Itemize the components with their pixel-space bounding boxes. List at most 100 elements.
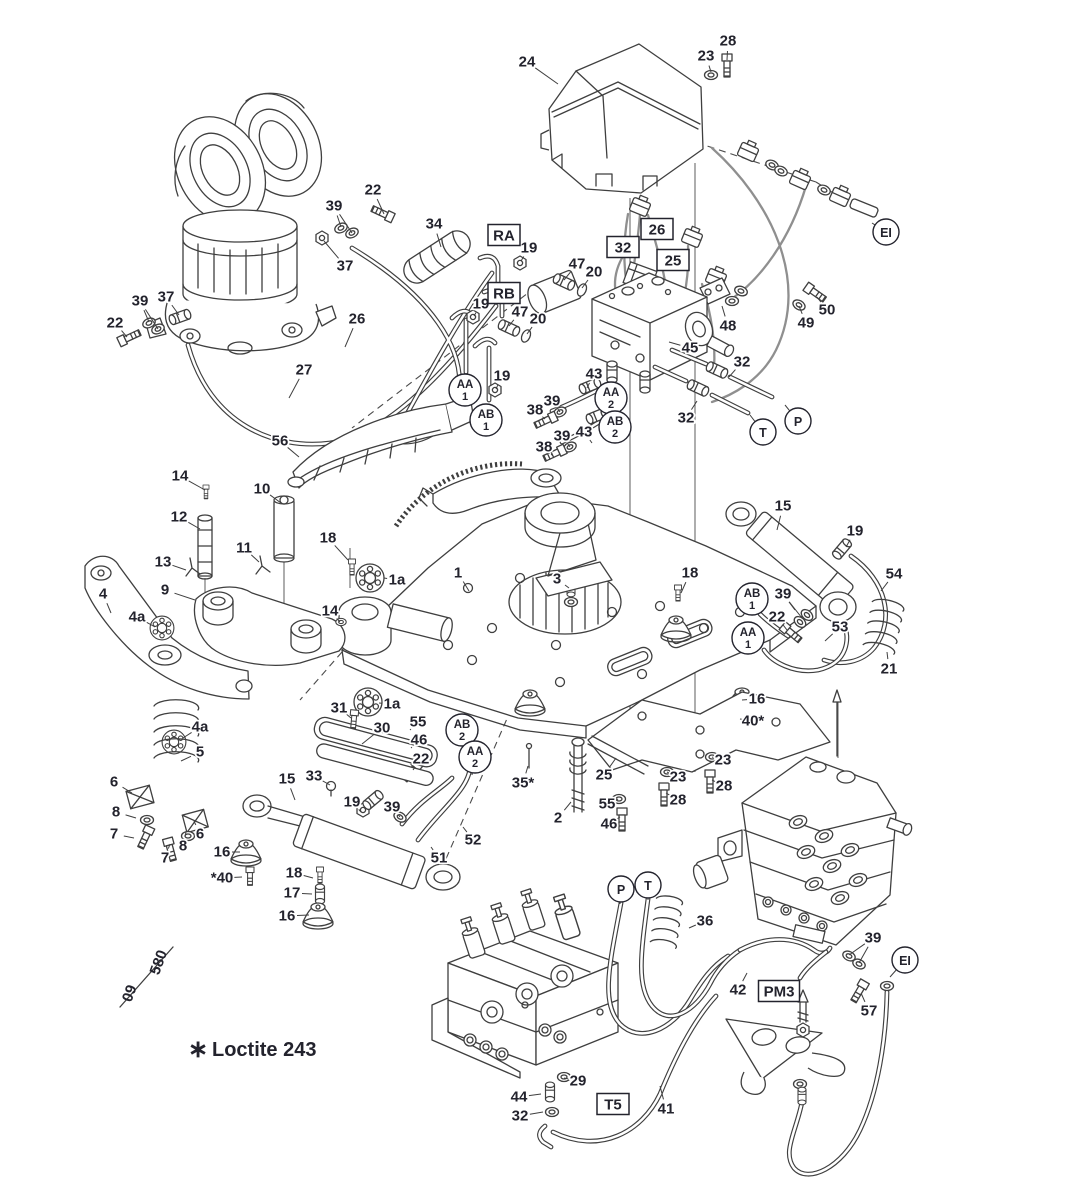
callout-39: 39 (132, 293, 149, 310)
callout-*40: *40 (211, 870, 234, 887)
callout-5: 5 (196, 744, 204, 761)
leader-line (174, 592, 196, 601)
leader-line (508, 319, 515, 327)
splined-coupling-icon (149, 615, 175, 641)
washer-icon (790, 297, 808, 313)
washer-icon (815, 182, 833, 198)
callout-40*: 40* (742, 713, 765, 730)
callout-33: 33 (306, 768, 323, 785)
circled-label-AA2: AA (603, 387, 620, 399)
fitting-icon (314, 883, 326, 905)
leader-line (303, 875, 314, 879)
callout-52: 52 (465, 832, 482, 849)
callout-23: 23 (698, 48, 715, 65)
circled-label-frame-AA1 (731, 621, 765, 655)
leader-line (534, 67, 559, 85)
leader-line (188, 480, 206, 491)
circled-label-AA2: AA (467, 746, 484, 758)
leader-line (397, 814, 401, 818)
callout-19: 19 (494, 368, 511, 385)
washer-icon (556, 1071, 572, 1083)
leader-line (526, 326, 533, 335)
leader-line (361, 733, 375, 745)
bolt-icon (316, 866, 324, 884)
callout-43: 43 (586, 366, 603, 383)
fitting-icon (606, 360, 618, 384)
leader-line (287, 447, 300, 458)
right-cylinder (725, 501, 905, 674)
callout-38: 38 (536, 439, 553, 456)
leader-line (336, 215, 342, 228)
callout-1a: 1a (384, 696, 401, 713)
connector-plug-icon (736, 137, 762, 163)
leader-line (858, 946, 869, 964)
circled-label-sub: 2 (608, 399, 614, 411)
callout-35*: 35* (512, 775, 535, 792)
leader-line (529, 1111, 544, 1115)
circled-label-frame-AA1 (448, 373, 482, 407)
callout-55: 55 (410, 714, 427, 731)
circled-label-AB1: AB (478, 409, 495, 421)
callout-10: 10 (254, 481, 271, 498)
connector-plug-icon (828, 182, 854, 208)
callout-13: 13 (155, 554, 172, 571)
callout-18: 18 (286, 865, 303, 882)
circled-label-sub: 1 (745, 639, 751, 651)
left-cylinder (230, 758, 473, 930)
circled-label-frame-AB1 (469, 403, 503, 437)
leader-line (187, 521, 201, 530)
leader-line (462, 826, 468, 833)
leader-line (339, 214, 353, 234)
leader-line (824, 633, 834, 642)
leader-line (125, 814, 137, 819)
leader-line (184, 831, 187, 837)
boxed-label-frame (656, 248, 690, 272)
leader-line (860, 992, 866, 1003)
leader-line (880, 581, 889, 592)
footnote: ∗ Loctite 243 (188, 1036, 316, 1063)
lower-bracket-hose (725, 948, 895, 1177)
callout-37: 37 (158, 289, 175, 306)
callout-46: 46 (411, 732, 428, 749)
leader-line (728, 369, 736, 378)
callout-14: 14 (172, 468, 189, 485)
leader-line (848, 943, 866, 956)
circled-label-sub: 2 (612, 428, 618, 440)
solenoid-coil-icon (517, 887, 547, 932)
callout-20: 20 (586, 264, 603, 281)
leader-line (122, 786, 133, 794)
boxed-label-25: 25 (665, 253, 682, 270)
fitting-icon (496, 318, 522, 338)
bolt-icon (674, 584, 682, 602)
boxed-label-frame (606, 235, 640, 259)
callout-19: 19 (473, 296, 490, 313)
leader-line (659, 1085, 664, 1100)
leader-line (430, 846, 434, 851)
corner-code-bottom: 09 (119, 983, 141, 1004)
leader-line (749, 414, 756, 422)
nut-icon (513, 255, 527, 271)
callout-32: 32 (734, 354, 751, 371)
callout-39: 39 (775, 586, 792, 603)
leader-line (617, 816, 621, 820)
boxed-label-T5: T5 (604, 1097, 622, 1114)
bolt-icon (658, 782, 670, 807)
washer-icon (879, 980, 895, 992)
leader-line (668, 341, 681, 346)
callout-39: 39 (554, 428, 571, 445)
leader-line (171, 304, 180, 316)
callout-46: 46 (601, 816, 618, 833)
leader-line (742, 972, 748, 982)
leader-line (269, 494, 282, 504)
leader-line (334, 545, 349, 561)
corner-code-top: 580 (147, 948, 172, 977)
circled-label-frame-T (634, 871, 662, 899)
leader-line (106, 603, 112, 614)
electric-cover (540, 43, 704, 194)
callout-49: 49 (798, 315, 815, 332)
long-bolt (569, 737, 587, 813)
leader-line (816, 296, 822, 303)
callout-39: 39 (544, 393, 561, 410)
